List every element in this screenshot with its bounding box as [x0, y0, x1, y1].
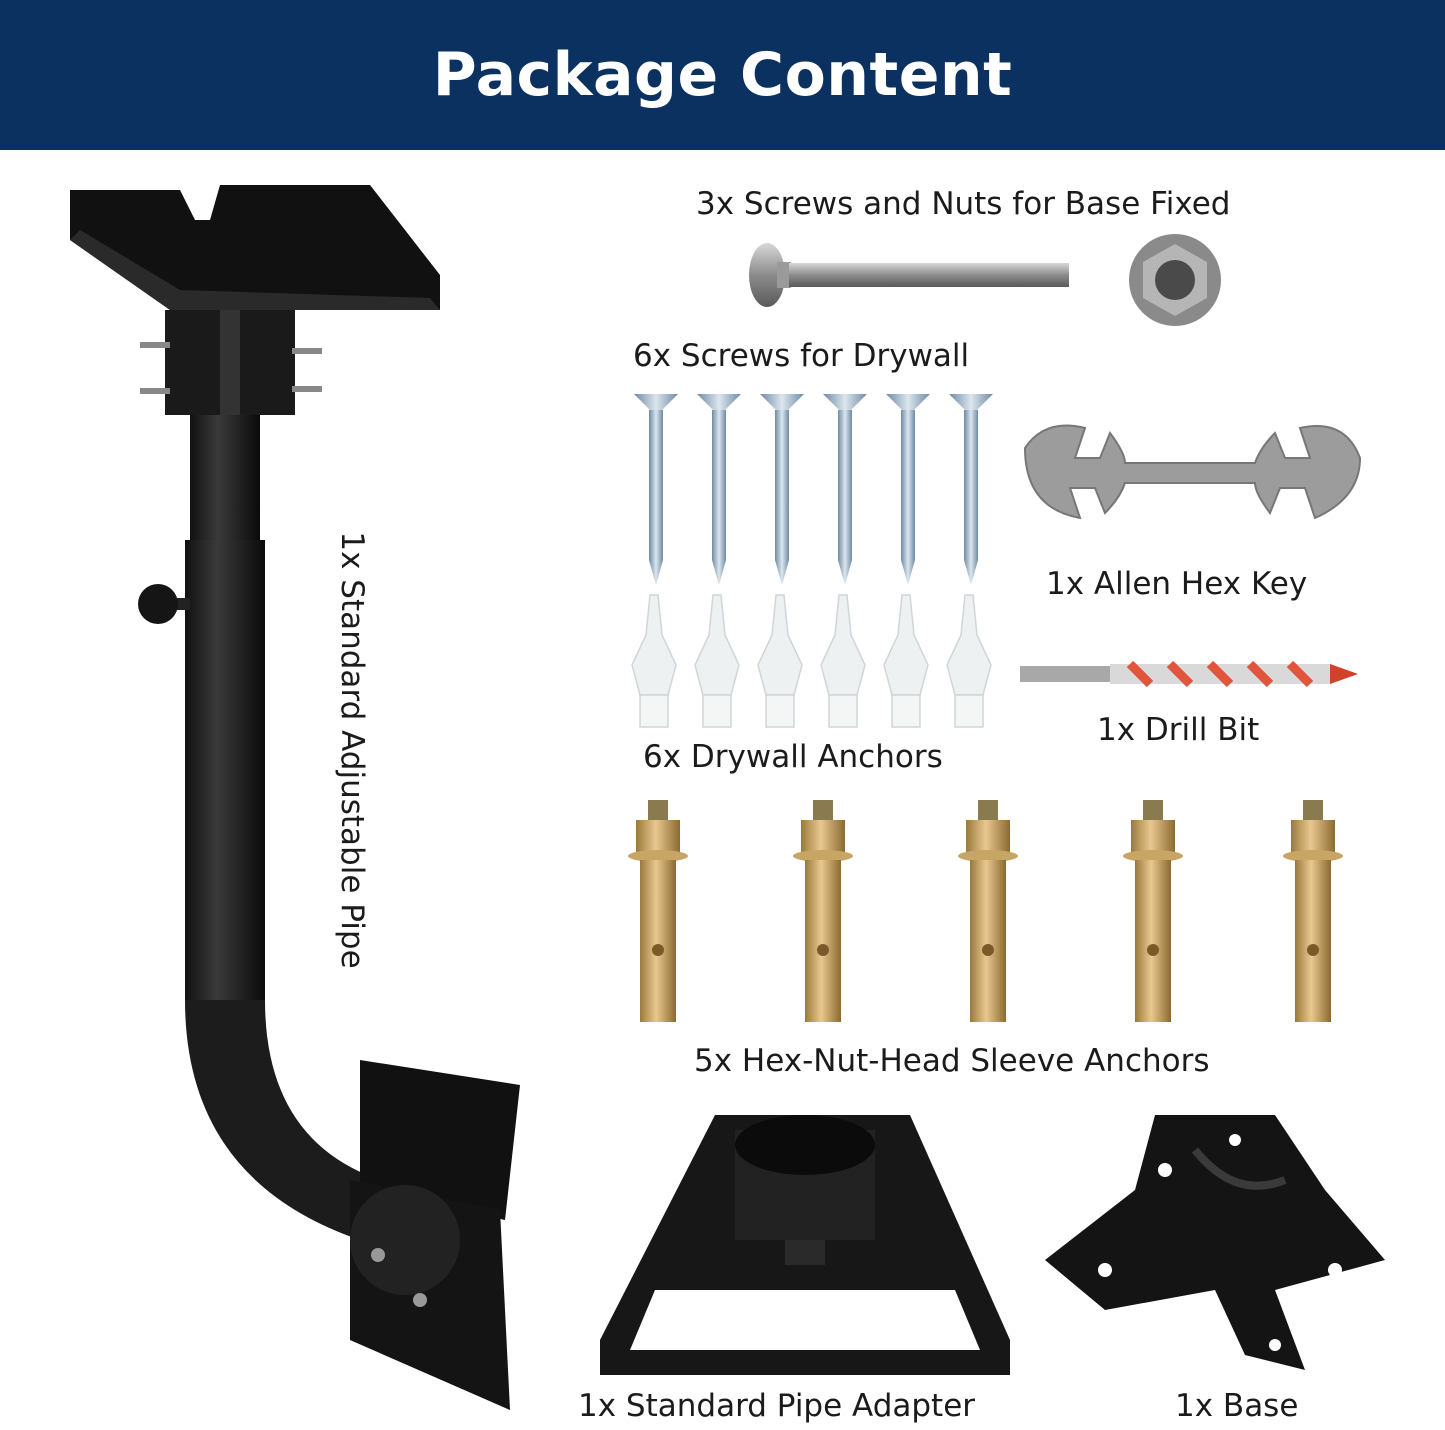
drywall-screws-image: [634, 394, 993, 585]
pipe-adapter-image: [600, 1115, 1010, 1375]
allen-hex-key-label: 1x Allen Hex Key: [1046, 566, 1308, 602]
screws-nuts-label: 3x Screws and Nuts for Base Fixed: [696, 186, 1231, 222]
pipe-adapter-label: 1x Standard Pipe Adapter: [578, 1388, 976, 1424]
base-image: [1045, 1115, 1385, 1370]
drywall-anchors-image: [631, 594, 992, 728]
page-title: Package Content: [432, 40, 1013, 110]
header-banner: Package Content: [0, 0, 1445, 150]
drywall-screws-label: 6x Screws for Drywall: [633, 338, 970, 374]
base-label: 1x Base: [1175, 1388, 1299, 1424]
drill-bit-image: [1020, 660, 1358, 688]
adjustable-pipe-image: [70, 185, 520, 1410]
flange-nut-image: [1129, 234, 1221, 326]
adjustable-pipe-label: 1x Standard Adjustable Pipe: [334, 531, 370, 969]
sleeve-anchors-label: 5x Hex-Nut-Head Sleeve Anchors: [694, 1043, 1210, 1079]
sleeve-anchors-image: [628, 800, 1343, 1022]
drywall-anchors-label: 6x Drywall Anchors: [643, 739, 943, 775]
allen-hex-key-image: [1023, 424, 1362, 520]
carriage-bolt-image: [749, 243, 1069, 307]
drill-bit-label: 1x Drill Bit: [1097, 712, 1260, 748]
